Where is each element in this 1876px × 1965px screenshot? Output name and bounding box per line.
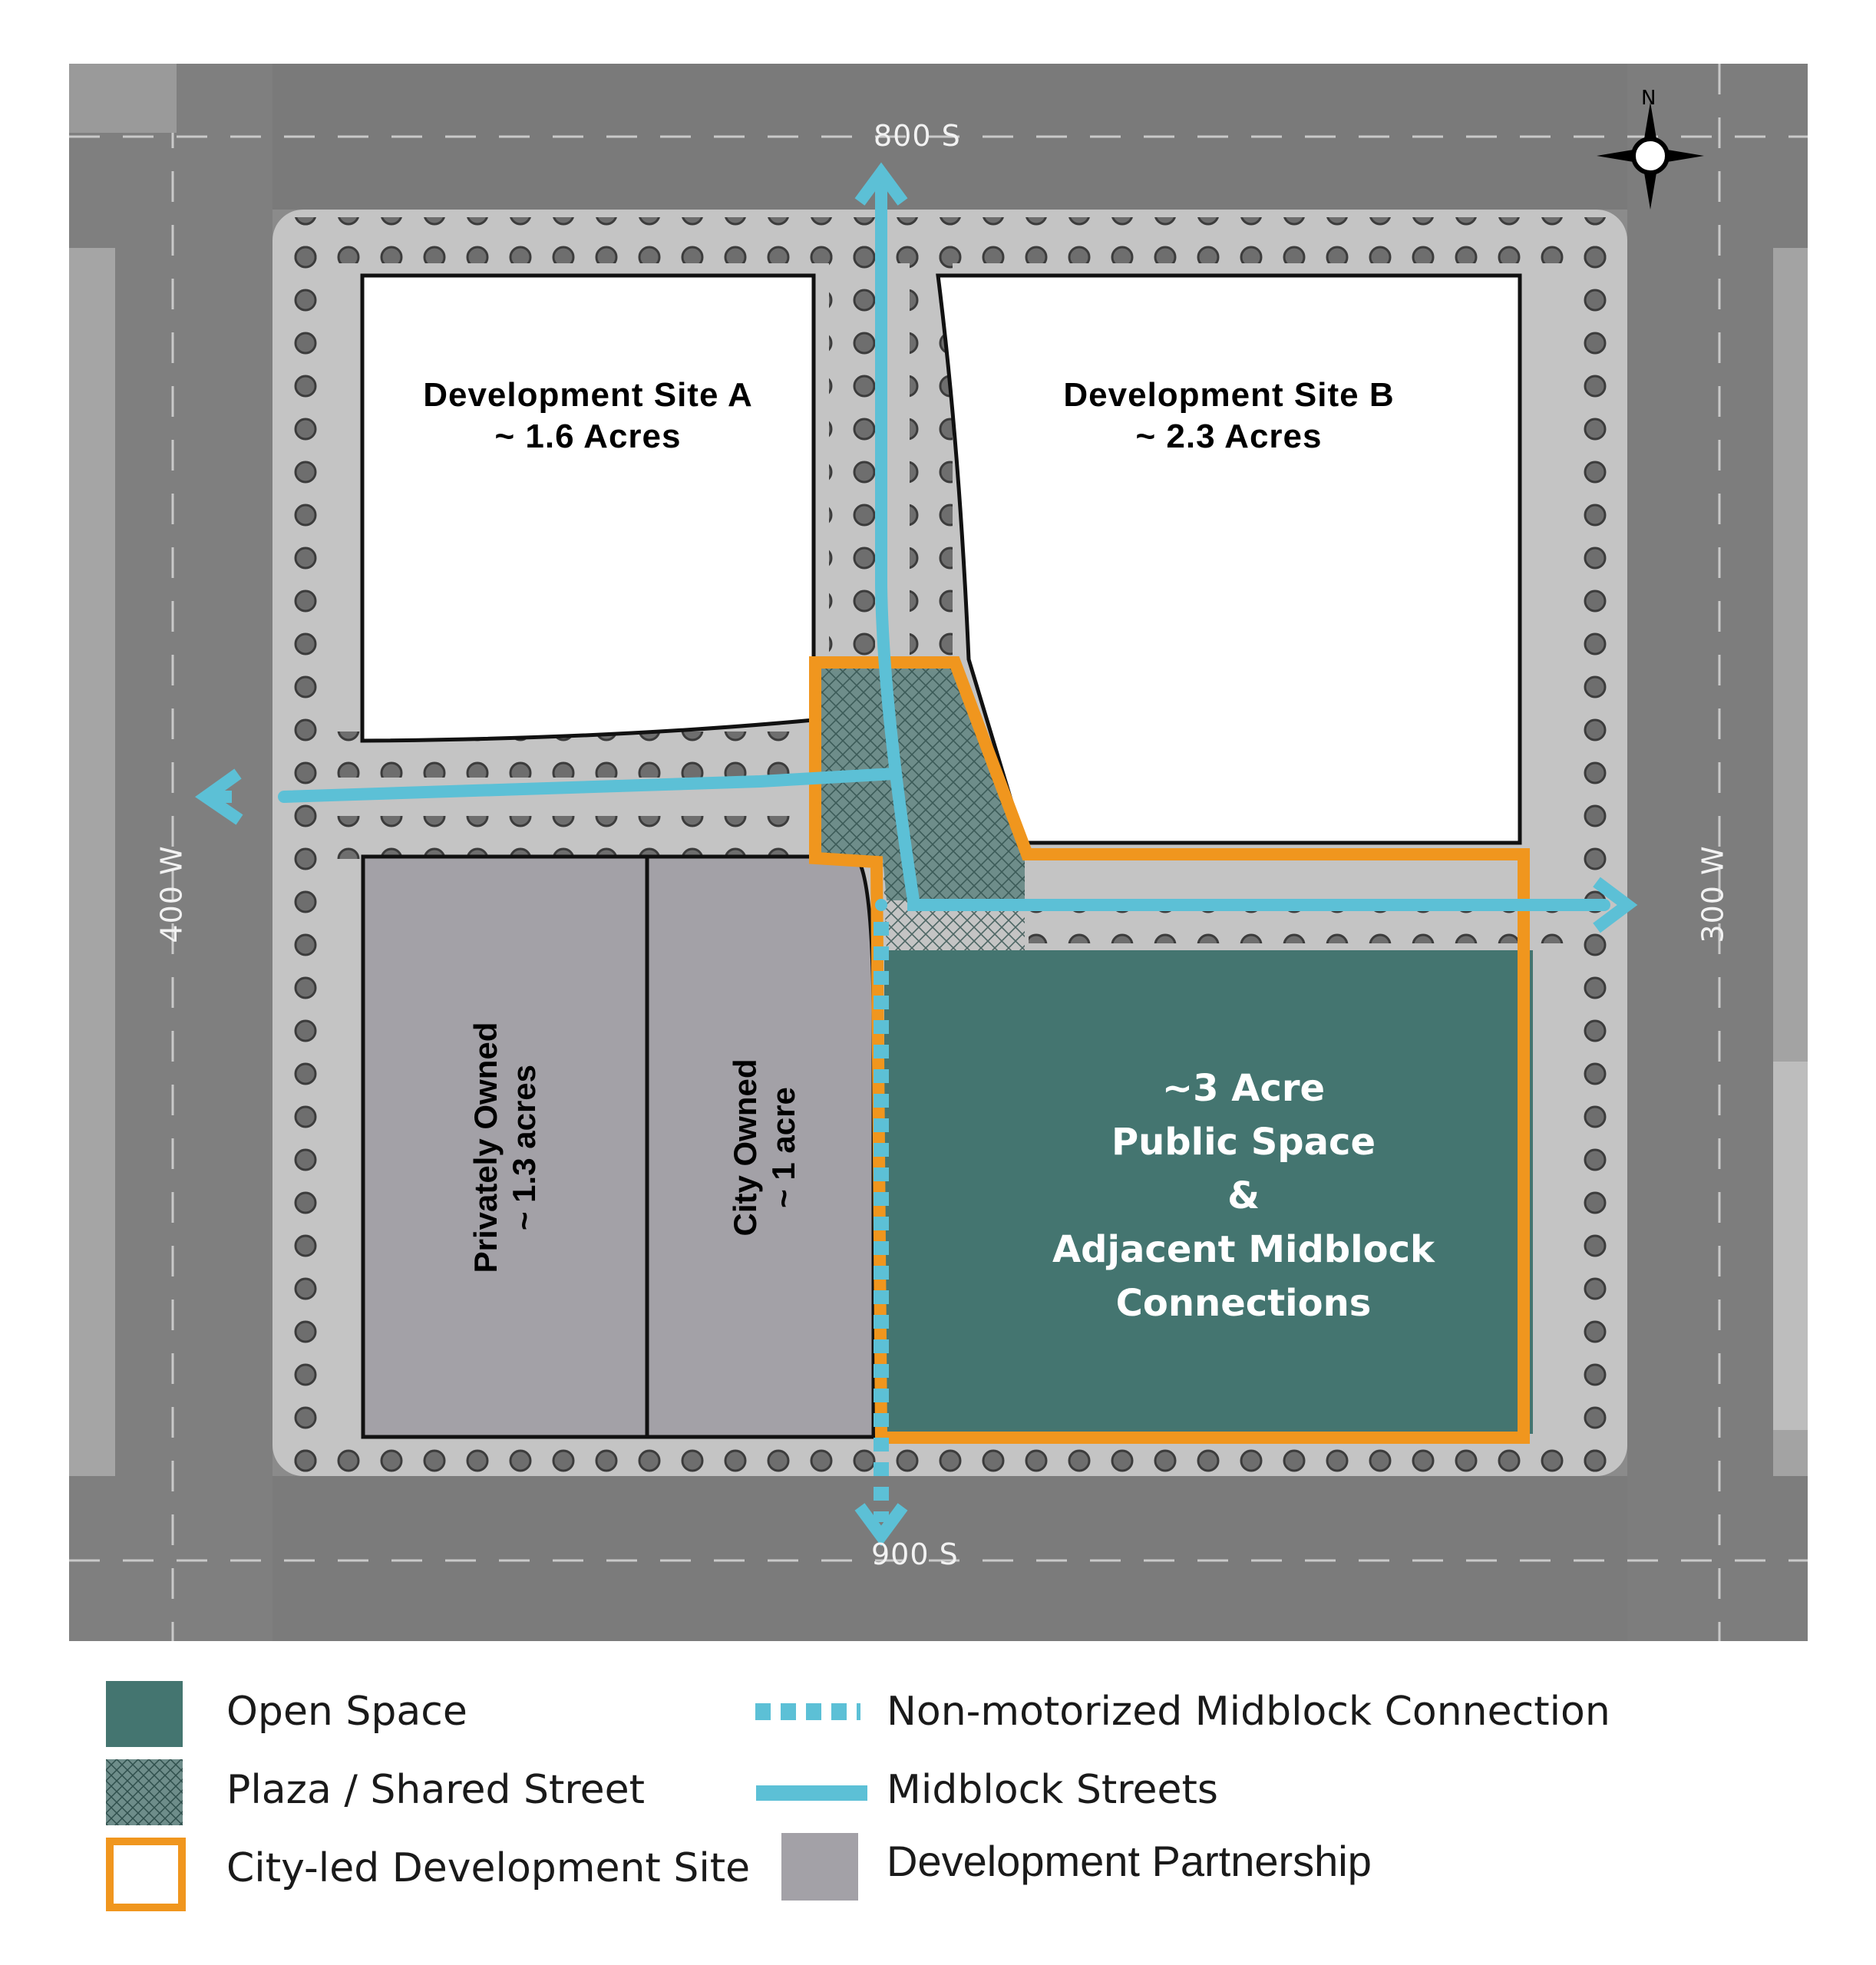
road-label-east: 300 W: [1696, 845, 1730, 943]
compass-label: N: [1641, 87, 1657, 110]
site-map: 800 S 900 S 400 W 300 W N Development Si…: [69, 64, 1808, 1641]
tree-belt-east: [1574, 217, 1620, 1476]
midblock-streets: [278, 173, 1610, 911]
site-b-shape: [936, 273, 1522, 845]
legend-label-development-partnership: Development Partnership: [887, 1837, 1372, 1885]
site-b-name: Development Site B: [1063, 376, 1395, 414]
city-parcel-name: City Owned: [727, 1058, 763, 1237]
legend-label-plaza: Plaza / Shared Street: [226, 1767, 646, 1813]
road-label-west: 400 W: [154, 845, 189, 943]
open-space-line5: Connections: [1115, 1282, 1372, 1325]
private-parcel-name: Privately Owned: [467, 1022, 504, 1273]
site-b-label: Development Site B ~ 2.3 Acres: [938, 375, 1520, 457]
legend-label-open-space: Open Space: [226, 1689, 467, 1735]
private-parcel: [361, 854, 649, 1439]
street-arrows: [195, 162, 1638, 1547]
city-parcel-area: ~ 1 acre: [765, 1087, 801, 1208]
lane-lines: [69, 64, 1808, 1641]
legend-label-non-motorized: Non-motorized Midblock Connection: [887, 1689, 1610, 1735]
west-buildings: [69, 248, 115, 1476]
plaza-hatch: [817, 665, 1025, 950]
private-parcel-area: ~ 1.3 acres: [506, 1064, 542, 1231]
open-space-line4: Adjacent Midblock: [1052, 1228, 1435, 1271]
open-space-label: ~3 Acre Public Space & Adjacent Midblock…: [983, 1062, 1504, 1330]
compass-icon: [1597, 102, 1704, 210]
plaza-hatch-icon: [106, 1759, 183, 1825]
open-space: [884, 950, 1533, 1434]
site-b-area: ~ 2.3 Acres: [1135, 418, 1323, 455]
road-label-north: 800 S: [874, 119, 961, 153]
site-a-label: Development Site A ~ 1.6 Acres: [362, 375, 814, 457]
map-graphics: [69, 64, 1808, 1641]
block-nw: [69, 64, 177, 133]
legend-swatch-development-partnership: [781, 1833, 858, 1901]
city-parcel-label: City Owned ~ 1 acre: [726, 933, 803, 1362]
open-space-line2: Public Space: [1111, 1121, 1376, 1164]
legend-label-city-led: City-led Development Site: [226, 1845, 751, 1891]
site-a-name: Development Site A: [423, 376, 753, 414]
legend-swatch-open-space: [106, 1681, 183, 1747]
tree-belt-mid2: [326, 816, 864, 859]
legend-swatch-non-motorized: [755, 1703, 860, 1720]
legend-label-midblock-streets: Midblock Streets: [887, 1767, 1218, 1813]
east-building-large: [1773, 1062, 1808, 1430]
private-parcel-label: Privately Owned ~ 1.3 acres: [467, 917, 543, 1378]
road-label-south: 900 S: [871, 1537, 959, 1571]
road-900s: [69, 1476, 1808, 1641]
tree-belt-west: [280, 217, 326, 1476]
city-led-border: [809, 656, 1530, 1444]
site-a-area: ~ 1.6 Acres: [494, 418, 682, 455]
site-a-shape: [360, 273, 816, 743]
tree-belt-vert: [829, 217, 875, 724]
legend-swatch-midblock-streets: [756, 1785, 867, 1801]
legend-swatch-city-led: [106, 1838, 186, 1911]
open-space-line3: &: [1227, 1174, 1260, 1217]
legend-swatch-plaza: [106, 1759, 183, 1825]
open-space-line1: ~3 Acre: [1161, 1067, 1326, 1110]
